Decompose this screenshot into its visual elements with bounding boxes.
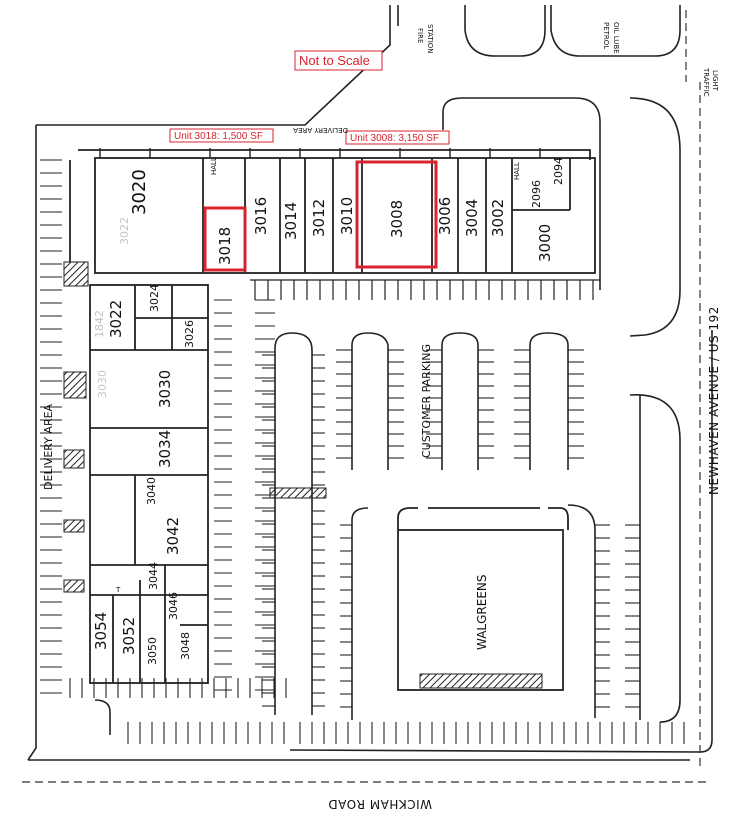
- unit-3016-label: 3016: [252, 197, 270, 235]
- delivery-area-top-label: DELIVERY AREA: [293, 126, 348, 134]
- unit-3014-label: 3014: [282, 202, 300, 240]
- fire-station-label-1: FIRE: [416, 28, 424, 43]
- unit-3050-label: 3050: [146, 637, 159, 665]
- unit-3052-label: 3052: [120, 617, 138, 655]
- north-stalls: [250, 279, 600, 300]
- unit-3002-label: 3002: [489, 199, 507, 237]
- unit-3022-label: 3022: [107, 300, 125, 338]
- fire-station-label-2: STATION: [426, 24, 434, 54]
- callout-boxes: [169, 50, 450, 145]
- unit-3044-label: 3044: [147, 562, 160, 590]
- unit-2094-label: 2094: [552, 157, 565, 185]
- unit-3046-label: 3046: [167, 592, 180, 620]
- petrol-label-1: PETROL: [602, 22, 610, 49]
- unit-3012-label: 3012: [310, 199, 328, 237]
- unit-3004-label: 3004: [463, 199, 481, 237]
- petrol-label-2: OIL LUBE: [612, 22, 620, 54]
- unit-3034-label: 3034: [156, 430, 174, 468]
- traffic-light-label-2: LIGHT: [711, 70, 719, 92]
- anchor-store-label: WALGREENS: [475, 575, 489, 651]
- unit-3022-faint-mark: 1842: [93, 310, 106, 338]
- unit-3020-label: 3020: [129, 169, 150, 215]
- unit-3010-label: 3010: [338, 197, 356, 235]
- unit-2096-label: 2096: [530, 180, 543, 208]
- unit-3024-label: 3024: [148, 284, 161, 312]
- callout-unit-3008: Unit 3008: 3,150 SF: [350, 133, 439, 144]
- not-to-scale-note: Not to Scale: [299, 53, 370, 68]
- unit-3048-label: 3048: [179, 632, 192, 660]
- unit-3018-label: 3018: [216, 227, 234, 265]
- anchor-store-outline: [397, 507, 569, 691]
- customer-parking-label: CUSTOMER PARKING: [420, 344, 433, 458]
- site-boundaries: [27, 5, 713, 761]
- unit-3026-label: 3026: [183, 320, 196, 348]
- traffic-light-label-1: TRAFFIC: [702, 67, 710, 97]
- unit-3040-label: 3040: [145, 477, 158, 505]
- bottom-stalls: [69, 678, 685, 744]
- unit-3030-label: 3030: [156, 370, 174, 408]
- north-building-notches: [99, 148, 541, 158]
- highlight-unit-3008: [355, 160, 438, 269]
- callout-unit-3018: Unit 3018: 1,500 SF: [174, 131, 263, 142]
- unit-3000-label: 3000: [536, 224, 554, 262]
- loading-pads: [63, 261, 543, 689]
- unit-3006-label: 3006: [436, 197, 454, 235]
- unit-3020-faint-mark: 3022: [118, 217, 131, 245]
- west-stalls: [40, 159, 275, 694]
- unit-3054-label: 3054: [92, 612, 110, 650]
- west-building: [89, 284, 209, 684]
- east-road-label: NEWHAVEN AVENUE / US 192: [707, 306, 721, 495]
- property-lines: [22, 10, 710, 783]
- unit-3030-faint-mark: 3030: [96, 370, 109, 398]
- unit-mark-t: T: [115, 586, 121, 594]
- highlight-unit-3018: [203, 206, 247, 272]
- unit-3008-label: 3008: [388, 200, 406, 238]
- unit-highlights: [203, 160, 438, 272]
- island-stalls: [262, 349, 640, 708]
- parking-islands: [274, 332, 641, 720]
- delivery-area-west-label: DELIVERY AREA: [42, 403, 55, 490]
- south-road-label: WICKHAM ROAD: [328, 797, 432, 811]
- hall-mark-1: HALL: [210, 157, 218, 175]
- hall-mark-2: HALL: [513, 162, 521, 180]
- unit-3042-label: 3042: [164, 517, 182, 555]
